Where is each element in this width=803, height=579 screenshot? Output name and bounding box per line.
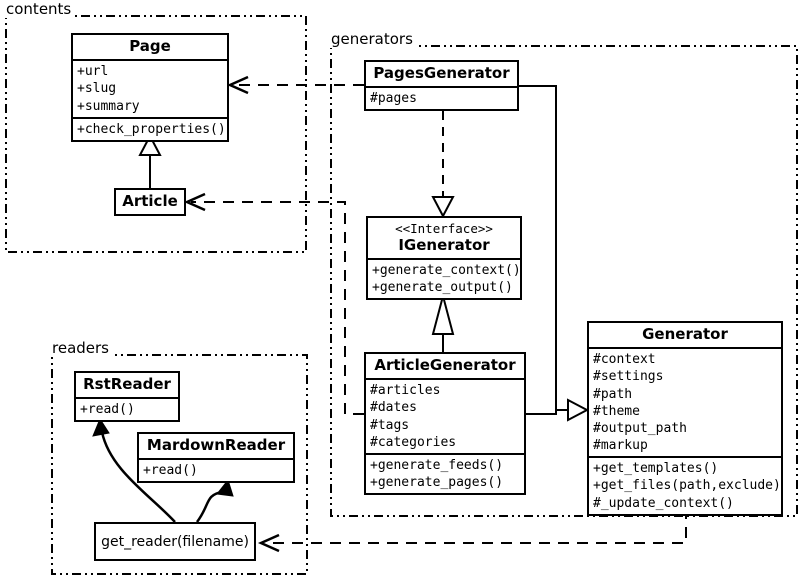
edge-get-reader-to-rstreader — [100, 431, 176, 523]
class-igenerator-methods: +generate_context() +generate_output() — [368, 257, 521, 298]
class-article-title: Article — [122, 192, 178, 210]
method: +get_templates() — [593, 461, 719, 477]
class-article[interactable]: Article — [114, 188, 186, 217]
package-frame-generators — [330, 45, 798, 517]
class-rst-reader-title: RstReader — [83, 375, 171, 393]
attribute: #categories — [370, 434, 457, 450]
class-article-generator[interactable]: ArticleGenerator #articles #dates #tags … — [364, 352, 526, 496]
attribute: #dates — [370, 400, 417, 416]
attribute: #settings — [593, 369, 664, 385]
class-generator-title: Generator — [642, 325, 728, 343]
attribute: #context — [593, 352, 656, 368]
attribute: #tags — [370, 417, 410, 433]
attribute: #articles — [370, 383, 441, 399]
class-article-generator-attributes: #articles #dates #tags #categories — [366, 378, 524, 453]
generalization-arrowhead-generator — [567, 398, 590, 422]
class-markdown-reader[interactable]: MardownReader +read() — [137, 432, 295, 484]
attribute: #pages — [370, 91, 417, 107]
class-rst-reader-methods: +read() — [76, 397, 178, 420]
dependency-arrowhead-page — [226, 75, 249, 95]
method: +generate_pages() — [370, 475, 504, 491]
class-rst-reader[interactable]: RstReader +read() — [74, 371, 180, 423]
class-page-attributes: +url +slug +summary — [73, 59, 227, 116]
realization-arrowhead-igenerator — [431, 196, 455, 219]
class-page-methods: +check_properties() — [73, 116, 227, 140]
function-get-reader-label: get_reader(filename) — [101, 533, 249, 550]
function-get-reader[interactable]: get_reader(filename) — [94, 522, 256, 561]
package-frame-readers — [51, 354, 308, 575]
attribute: #markup — [593, 438, 648, 454]
edge-articlegenerator-uses-article — [191, 201, 364, 415]
attribute: +url — [77, 64, 109, 80]
dependency-arrowhead-article — [183, 192, 206, 212]
attribute: +slug — [77, 81, 117, 97]
method: +get_files(path,exclude) — [593, 478, 781, 494]
class-markdown-reader-title: MardownReader — [146, 436, 286, 454]
class-pages-generator[interactable]: PagesGenerator #pages — [364, 60, 519, 112]
method: +generate_context() — [372, 262, 521, 278]
class-igenerator-stereotype: <<Interface>> — [395, 221, 493, 236]
class-pages-generator-title: PagesGenerator — [373, 64, 510, 82]
class-generator-methods: +get_templates() +get_files(path,exclude… — [589, 456, 781, 513]
generalization-arrowhead-page — [138, 133, 162, 156]
edge-articlegenerator-to-generator — [526, 409, 568, 415]
class-generator[interactable]: Generator #context #settings #path #them… — [587, 321, 783, 516]
method: +read() — [143, 463, 198, 479]
class-article-generator-title: ArticleGenerator — [374, 356, 516, 374]
class-igenerator-title: <<Interface>> IGenerator — [368, 218, 520, 258]
attribute: #output_path — [593, 420, 687, 436]
class-igenerator[interactable]: <<Interface>> IGenerator +generate_conte… — [366, 216, 522, 301]
generalization-arrowhead-igenerator — [431, 292, 455, 335]
class-pages-generator-attributes: #pages — [366, 86, 517, 109]
package-label-contents: contents — [4, 0, 74, 18]
attribute: #theme — [593, 403, 640, 419]
association-arrowhead-rstreader — [92, 417, 110, 437]
attribute: +summary — [77, 98, 140, 114]
class-generator-attributes: #context #settings #path #theme #output_… — [589, 347, 781, 456]
class-igenerator-name: IGenerator — [398, 235, 490, 254]
attribute: #path — [593, 386, 633, 402]
edge-get-reader-to-markdownreader — [196, 490, 223, 523]
class-page-title: Page — [129, 37, 171, 55]
class-article-generator-methods: +generate_feeds() +generate_pages() — [366, 452, 524, 493]
edge-pagesgenerator-to-generator — [519, 85, 568, 411]
class-markdown-reader-methods: +read() — [139, 458, 293, 481]
method: +generate_output() — [372, 280, 513, 296]
package-label-readers: readers — [50, 339, 111, 357]
association-arrowhead-markdownreader — [216, 478, 234, 497]
method: +read() — [80, 402, 135, 418]
package-frame-contents — [5, 15, 307, 253]
class-page[interactable]: Page +url +slug +summary +check_properti… — [71, 33, 229, 142]
package-label-generators: generators — [329, 30, 415, 48]
method: +generate_feeds() — [370, 457, 504, 473]
dependency-arrowhead-get-reader — [257, 533, 280, 553]
method: +check_properties() — [77, 121, 226, 137]
method: #_update_context() — [593, 495, 734, 511]
